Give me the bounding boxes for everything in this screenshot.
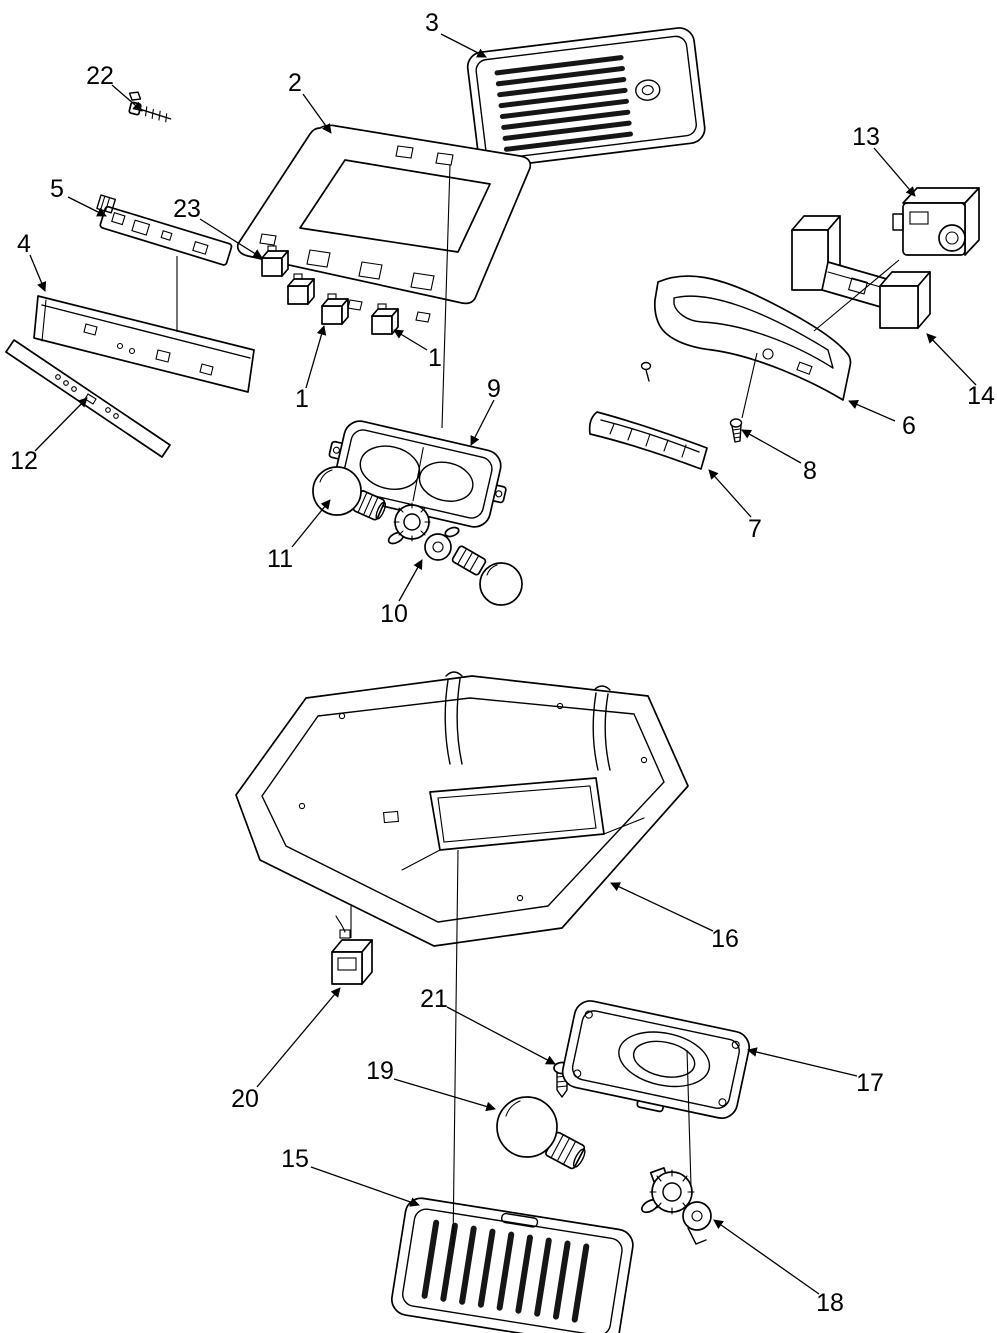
part-label-12: 12 bbox=[10, 447, 38, 475]
part-1-switches bbox=[321, 293, 399, 335]
part-16-bottom-housing bbox=[235, 671, 689, 947]
part-label-4: 4 bbox=[17, 230, 31, 258]
part-label-22: 22 bbox=[86, 62, 114, 90]
part-5-control-board bbox=[96, 194, 233, 266]
leader-lines bbox=[29, 33, 977, 1295]
part-label-8: 8 bbox=[803, 457, 817, 485]
part-10-lamp-socket bbox=[387, 502, 523, 606]
part-2-frame bbox=[236, 124, 532, 323]
part-label-10: 10 bbox=[380, 600, 408, 628]
part-labels: 1 1 2 3 4 5 6 7 8 9 10 11 12 13 14 15 16… bbox=[10, 9, 995, 1317]
part-label-1a: 1 bbox=[428, 344, 442, 372]
part-4-housing-rail bbox=[33, 295, 255, 393]
part-label-11: 11 bbox=[267, 545, 293, 573]
part-6-dispenser-front bbox=[653, 275, 852, 401]
part-8-screw bbox=[729, 418, 743, 443]
part-label-2: 2 bbox=[288, 69, 302, 97]
part-label-13: 13 bbox=[852, 123, 880, 151]
part-label-19: 19 bbox=[366, 1057, 394, 1085]
part-15-drip-tray bbox=[390, 1197, 634, 1333]
part-12-facade-strip bbox=[5, 339, 171, 458]
part-23-switches bbox=[261, 245, 315, 305]
part-label-3: 3 bbox=[425, 9, 439, 37]
part-19-bulb bbox=[496, 1096, 586, 1170]
part-label-15: 15 bbox=[281, 1145, 309, 1173]
part-label-7: 7 bbox=[748, 515, 762, 543]
part-label-1b: 1 bbox=[295, 385, 309, 413]
part-label-17: 17 bbox=[856, 1069, 884, 1097]
part-3-vent-cover bbox=[466, 27, 706, 169]
part-13-actuator-box bbox=[892, 187, 980, 256]
part-label-23: 23 bbox=[173, 195, 201, 223]
part-7-drip-grille bbox=[588, 411, 708, 470]
part-label-14: 14 bbox=[967, 382, 995, 410]
part-label-21: 21 bbox=[420, 985, 448, 1013]
part-label-16: 16 bbox=[711, 925, 739, 953]
part-label-6: 6 bbox=[902, 412, 916, 440]
part-label-18: 18 bbox=[816, 1289, 844, 1317]
mounting-screw bbox=[640, 361, 652, 382]
part-18-lamp-socket bbox=[640, 1167, 712, 1245]
assembly-lines bbox=[176, 164, 900, 1247]
part-10-second-bulb bbox=[479, 562, 523, 606]
part-label-9: 9 bbox=[487, 375, 501, 403]
part-20-switch bbox=[331, 915, 373, 985]
part-17-light-lens bbox=[561, 1000, 750, 1119]
part-label-20: 20 bbox=[231, 1085, 259, 1113]
part-22-screw bbox=[128, 91, 172, 123]
part-label-5: 5 bbox=[50, 175, 64, 203]
